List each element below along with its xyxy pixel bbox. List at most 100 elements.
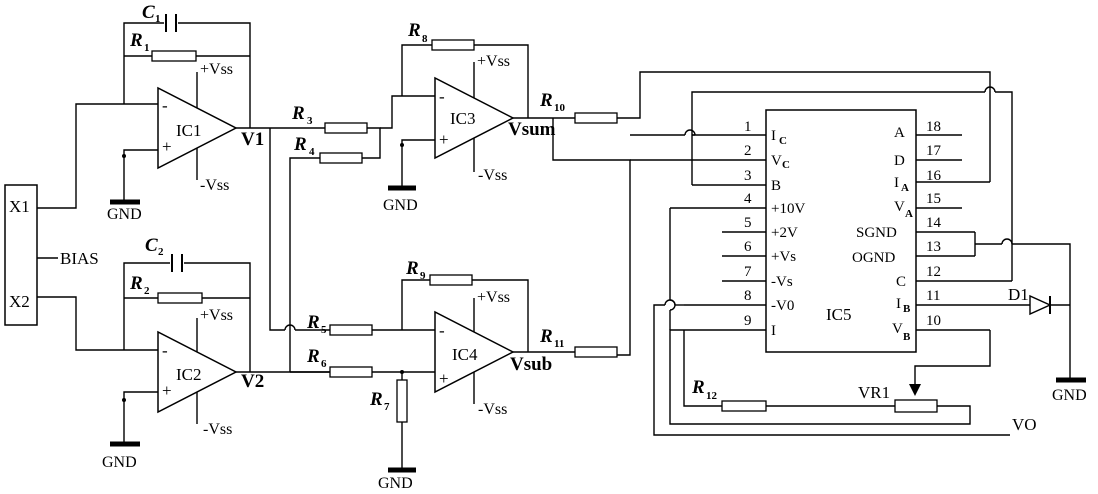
label-r2: R (129, 273, 143, 294)
svg-text:-: - (439, 321, 445, 340)
label-r8: R (407, 20, 421, 41)
pin-7-name: -Vs (771, 274, 793, 290)
pin-13-name: OGND (852, 250, 895, 266)
resistor-r1 (151, 50, 197, 62)
svg-text:2: 2 (144, 285, 150, 297)
label-v2: V2 (241, 371, 264, 392)
label-gnd-d1: GND (1052, 387, 1087, 404)
pin-2-num: 2 (744, 143, 752, 159)
svg-text:-Vss: -Vss (478, 167, 507, 184)
svg-text:C: C (782, 159, 790, 171)
pin-8-name: -V0 (771, 298, 794, 314)
svg-text:9: 9 (420, 270, 426, 282)
pin-2-name: V (771, 153, 782, 169)
svg-text:-Vss: -Vss (200, 177, 229, 194)
svg-text:+: + (162, 381, 172, 400)
svg-text:-: - (162, 96, 168, 115)
label-ic2: IC2 (176, 365, 202, 384)
label-x2: X2 (9, 292, 30, 311)
label-vr1: VR1 (858, 383, 890, 402)
label-ic5: IC5 (826, 305, 852, 324)
resistor-r4 (319, 152, 363, 164)
pin-10-num: 10 (926, 313, 941, 329)
label-r10: R (539, 90, 553, 111)
pin-11-num: 11 (926, 288, 940, 304)
resistor-r6 (329, 366, 373, 378)
label-c1: C (142, 2, 155, 23)
label-ic1: IC1 (176, 121, 202, 140)
pin-4-name: +10V (771, 201, 805, 217)
label-d1: D1 (1008, 285, 1029, 304)
svg-text:A: A (901, 182, 909, 194)
pin-16-name: I (894, 175, 899, 191)
label-c2: C (145, 235, 158, 256)
pin-9-name: I (771, 323, 776, 339)
svg-text:3: 3 (307, 115, 313, 127)
svg-text:+: + (439, 369, 449, 388)
resistor-r7 (396, 379, 408, 423)
label-gnd-ic4: GND (378, 475, 413, 492)
svg-text:-: - (439, 87, 445, 106)
label-bias: BIAS (60, 249, 99, 268)
label-ic3: IC3 (450, 109, 476, 128)
pin-18-name: A (894, 125, 905, 141)
svg-text:-Vss: -Vss (478, 401, 507, 418)
label-x1: X1 (9, 197, 30, 216)
svg-text:+Vss: +Vss (200, 307, 233, 324)
pin-4-num: 4 (744, 191, 752, 207)
pin-5-name: +2V (771, 225, 798, 241)
pin-15-num: 15 (926, 191, 941, 207)
resistor-r2 (157, 292, 203, 304)
pin-17-name: D (894, 153, 905, 169)
label-vsub: Vsub (510, 354, 552, 375)
pin-18-num: 18 (926, 119, 941, 135)
ic5-chip (765, 109, 917, 353)
potentiometer-vr1 (894, 399, 938, 413)
resistor-r9 (429, 274, 473, 286)
svg-text:1: 1 (144, 42, 150, 54)
label-r12: R (691, 377, 705, 398)
svg-text:-: - (162, 341, 168, 360)
pin-6-num: 6 (744, 239, 752, 255)
label-ic4: IC4 (452, 345, 478, 364)
pin-10-name: V (892, 321, 903, 337)
pin-8-num: 8 (744, 288, 752, 304)
label-gnd-ic2: GND (102, 454, 137, 471)
label-r11: R (539, 326, 553, 347)
label-r1: R (129, 30, 143, 51)
svg-text:+: + (162, 137, 172, 156)
pin-15-name: V (894, 199, 905, 215)
pin-1-name: I (771, 128, 776, 144)
resistor-r10 (574, 112, 618, 124)
svg-text:+Vss: +Vss (477, 53, 510, 70)
svg-text:5: 5 (321, 324, 327, 336)
svg-text:-Vss: -Vss (203, 421, 232, 438)
pin-6-name: +Vs (771, 249, 796, 265)
svg-text:B: B (903, 303, 911, 315)
pin-14-num: 14 (926, 215, 942, 231)
resistor-r12 (721, 400, 767, 412)
label-r5: R (306, 312, 320, 333)
resistor-r11 (574, 346, 618, 358)
label-vsum: Vsum (508, 119, 556, 140)
svg-text:C: C (779, 135, 787, 147)
pin-3-name: B (771, 178, 781, 194)
label-vo: VO (1012, 415, 1037, 434)
pin-16-num: 16 (926, 168, 942, 184)
label-r3: R (291, 103, 305, 124)
pin-9-num: 9 (744, 313, 752, 329)
svg-text:1: 1 (155, 13, 161, 25)
svg-text:12: 12 (706, 390, 718, 402)
pin-3-num: 3 (744, 168, 752, 184)
svg-text:B: B (903, 331, 911, 343)
pin-12-name: C (896, 274, 906, 290)
svg-text:A: A (905, 208, 913, 220)
ic5-right-pin-lines (916, 134, 1030, 331)
resistor-r5 (329, 324, 373, 336)
resistor-r3 (324, 122, 368, 134)
svg-text:+Vss: +Vss (200, 61, 233, 78)
label-gnd-ic3: GND (383, 197, 418, 214)
pin-11-name: I (896, 296, 901, 312)
svg-text:+: + (439, 130, 449, 149)
